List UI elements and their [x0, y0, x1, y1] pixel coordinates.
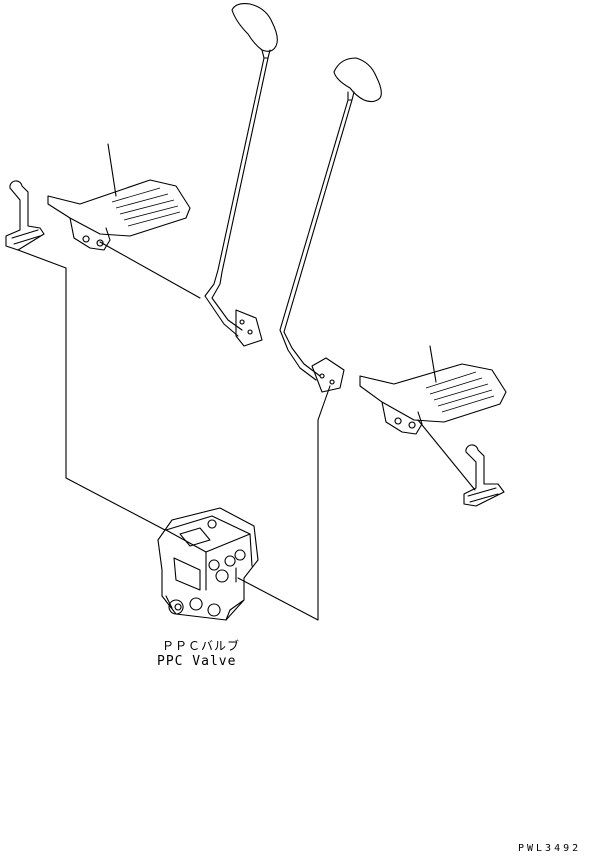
right-lever-bracket [311, 357, 345, 393]
left-lever-rod [204, 57, 269, 337]
valve-label-english: PPC Valve [157, 654, 237, 669]
right-pedal-mount [381, 401, 423, 435]
left-lever-bracket [235, 309, 263, 347]
right-pedal-tread [425, 371, 495, 413]
right-pedal [359, 345, 507, 435]
right-lever [279, 57, 382, 393]
left-bracket [5, 180, 45, 251]
right-lever-knob [333, 57, 382, 103]
left-lever-knob [231, 3, 278, 52]
ppc-valve [157, 507, 259, 621]
left-pedal-plate [47, 179, 191, 237]
right-lever-rod [279, 99, 353, 381]
left-lever [204, 3, 278, 347]
valve-label-japanese: ＰＰＣバルブ [162, 639, 241, 653]
ppc-valve-body [157, 507, 259, 621]
link-left-pedal-lever [99, 241, 201, 299]
left-pedal [47, 143, 191, 251]
link-valve-right-lever [237, 385, 331, 621]
connection-lines [17, 241, 476, 621]
right-bracket [463, 444, 505, 507]
drawing-code: PWL3492 [518, 843, 582, 854]
left-pedal-mount [69, 217, 111, 251]
right-pedal-plate [359, 363, 507, 423]
left-pedal-tread [111, 187, 181, 227]
link-left-bracket-valve [17, 249, 166, 531]
link-right-pedal-bracket [417, 419, 476, 491]
